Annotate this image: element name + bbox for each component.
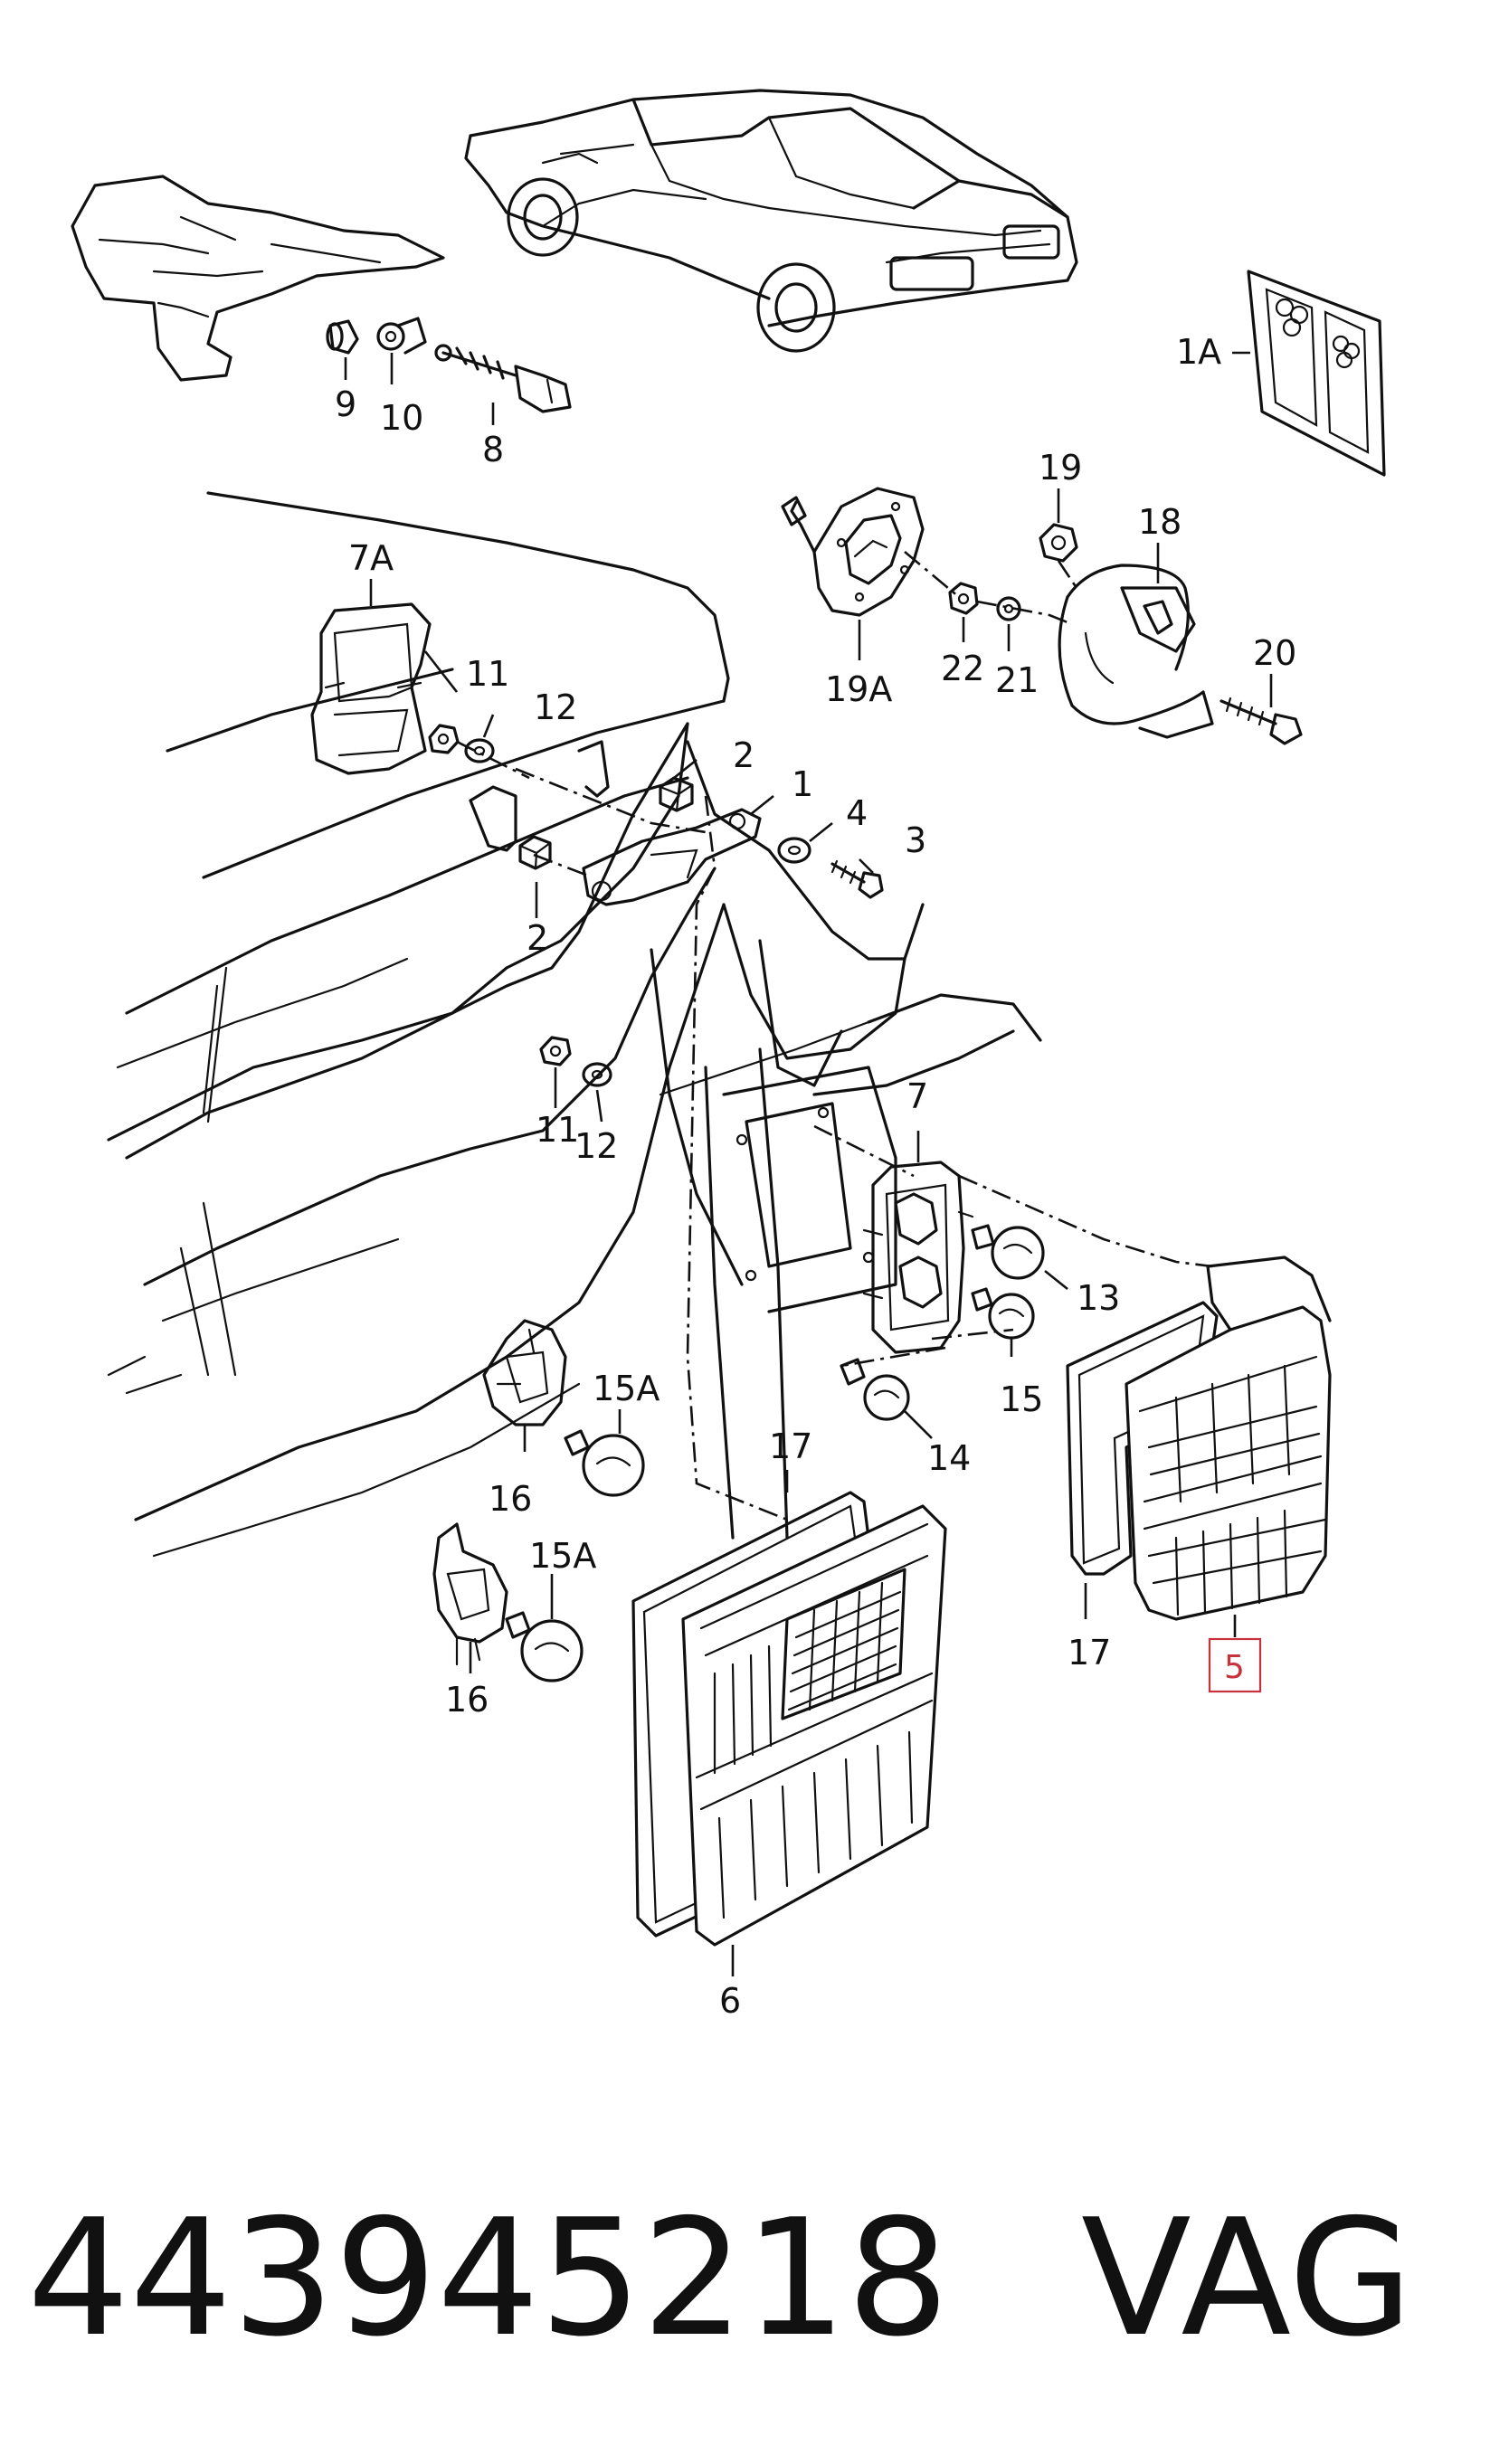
- vehicle-rear-body: [107, 491, 1042, 1558]
- label-16-lower: 16: [445, 1680, 489, 1720]
- label-21: 21: [995, 660, 1039, 700]
- upper-body-mount-studs: [469, 740, 610, 852]
- part-2-clip-a: [659, 776, 694, 812]
- part-1A-gasket: [1247, 270, 1386, 477]
- label-11-upper: 11: [466, 654, 509, 694]
- label-17-outer: 17: [1068, 1633, 1111, 1673]
- part-4-washer: [777, 837, 811, 864]
- part-3-screw: [830, 859, 884, 899]
- part-15A-bulb-lower: [505, 1611, 584, 1682]
- label-5-highlighted[interactable]: 5: [1224, 1649, 1245, 1686]
- part-labels: 9 10 8 1A 19 18 19A 22 21 20 7A 11 12 2 …: [335, 332, 1296, 2021]
- part-7-bulb-carrier: [862, 1161, 974, 1354]
- part-16-socket-upper: [482, 1319, 567, 1426]
- label-20: 20: [1253, 633, 1296, 673]
- part-16-socket-lower: [432, 1522, 508, 1666]
- label-15A-lower: 15A: [529, 1536, 596, 1576]
- label-8: 8: [482, 430, 504, 469]
- label-4: 4: [846, 793, 868, 833]
- label-1A: 1A: [1176, 332, 1221, 372]
- part-12-washer-lower: [582, 1062, 612, 1087]
- label-15: 15: [1000, 1379, 1043, 1419]
- part-10-clip: [376, 317, 427, 355]
- part-5-outer-tail-light: [1125, 1256, 1332, 1621]
- label-1: 1: [792, 764, 813, 804]
- label-13: 13: [1077, 1278, 1120, 1318]
- part-8-cable-connector: [434, 344, 572, 413]
- part-22-nut: [948, 582, 979, 615]
- label-12-lower: 12: [574, 1126, 618, 1166]
- part-15-bulb: [971, 1287, 1035, 1340]
- leader-lines: [344, 351, 1273, 1976]
- part-12-washer-upper: [464, 738, 495, 763]
- label-22: 22: [941, 649, 984, 688]
- part-18-lamp-housing: [1058, 564, 1214, 739]
- part-13-bulb: [971, 1224, 1045, 1280]
- part-20-screw: [1220, 697, 1303, 745]
- label-15A-upper: 15A: [593, 1369, 660, 1408]
- label-14: 14: [927, 1438, 971, 1478]
- part-14-bulb: [840, 1358, 910, 1421]
- label-16-upper: 16: [489, 1479, 532, 1519]
- part-7A-bracket: [310, 602, 432, 775]
- label-2-upper: 2: [733, 735, 754, 775]
- label-10: 10: [380, 398, 423, 438]
- label-2-lower: 2: [527, 918, 548, 958]
- label-11-lower: 11: [536, 1110, 579, 1150]
- label-3: 3: [905, 820, 926, 860]
- part-9-grommet: [326, 319, 359, 355]
- label-7: 7: [906, 1076, 928, 1116]
- part-6-inner-tail-light: [681, 1504, 947, 1947]
- label-19: 19: [1039, 448, 1082, 488]
- trunk-floor-bracket: [71, 175, 445, 382]
- part-11-nut-upper: [428, 724, 460, 754]
- car-illustration: [464, 89, 1078, 353]
- part-number: 443945218: [27, 2184, 949, 2372]
- assembly-lines: [456, 551, 1213, 1521]
- label-7A: 7A: [348, 538, 394, 578]
- part-17-gasket-outer: [1066, 1301, 1219, 1576]
- label-6: 6: [719, 1981, 741, 2021]
- part-15A-bulb-upper: [564, 1429, 645, 1497]
- part-2-clip-b: [518, 835, 552, 870]
- label-9: 9: [335, 384, 356, 424]
- label-12-upper: 12: [534, 687, 577, 727]
- highlight-box-5: [1208, 1637, 1262, 1693]
- part-19-nut: [1039, 523, 1078, 563]
- part-11-nut-lower: [539, 1036, 572, 1066]
- label-17-inner: 17: [769, 1426, 812, 1466]
- label-19A: 19A: [825, 669, 892, 709]
- brand-name: VAG: [1081, 2184, 1413, 2372]
- label-18: 18: [1138, 502, 1182, 542]
- part-19A-socket-plate: [781, 487, 925, 617]
- part-1-mounting-bracket: [582, 808, 762, 906]
